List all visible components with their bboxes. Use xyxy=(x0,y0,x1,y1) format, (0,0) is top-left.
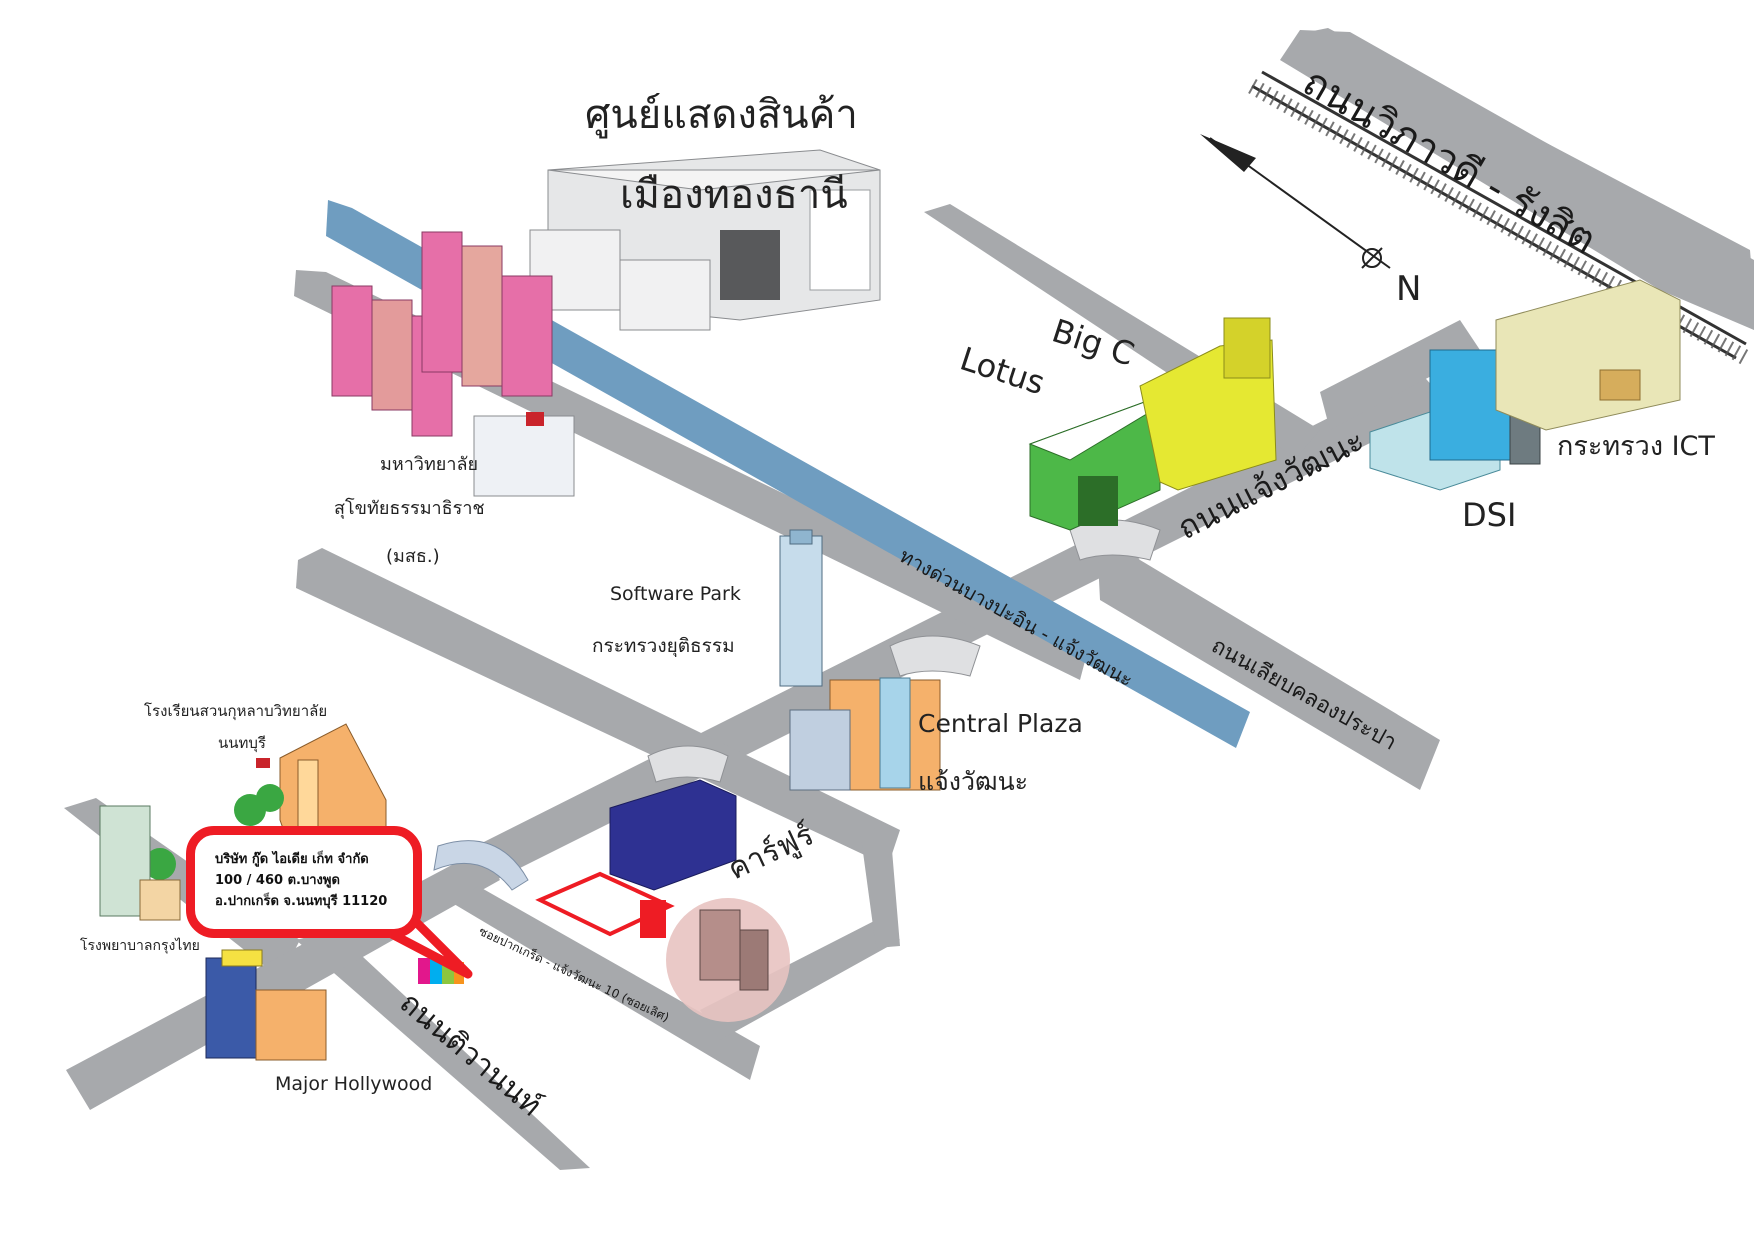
label-lotus: Lotus xyxy=(956,339,1050,402)
company-building xyxy=(666,898,790,1022)
label-hospital: โรงพยาบาลกรุงไทย xyxy=(80,937,200,954)
school-building xyxy=(256,723,387,849)
road-soi xyxy=(454,886,760,1080)
label-justice: กระทรวงยุติธรรม xyxy=(592,635,735,658)
central-plaza-building xyxy=(789,677,941,791)
label-stou-1: มหาวิทยาลัย xyxy=(380,454,478,475)
carrefour-building xyxy=(535,779,737,938)
overpass-4 xyxy=(433,840,529,891)
label-school-2: นนทบุรี xyxy=(218,734,266,753)
callout-company-name: บริษัท กู๊ด ไอเดีย เก็ท จำกัด xyxy=(215,852,369,867)
road-label-tiwanon: ถนนติวานนท์ xyxy=(393,985,548,1123)
label-dsi: DSI xyxy=(1462,496,1516,534)
ict-building xyxy=(1495,279,1681,431)
callout-address-line1: 100 / 460 ต.บางพูด xyxy=(215,873,340,888)
bigc-building xyxy=(1139,317,1277,491)
buildings-layer xyxy=(99,149,1681,1061)
road-tiwanon xyxy=(296,930,590,1170)
hospital-building xyxy=(99,805,181,921)
label-school-1: โรงเรียนสวนกุหลาบวิทยาลัย xyxy=(144,702,327,721)
major-hollywood-building xyxy=(205,949,327,1061)
canal-expressway xyxy=(326,200,1250,748)
label-central-1: Central Plaza xyxy=(918,709,1083,738)
label-ict: กระทรวง ICT xyxy=(1557,431,1715,462)
callout-address-line2: อ.ปากเกร็ด จ.นนทบุรี 11120 xyxy=(215,894,388,909)
tree-icon xyxy=(256,784,284,812)
road-label-soi: ซอยปากเกร็ด - แจ้งวัฒนะ 10 (ซอยเลิศ) xyxy=(477,923,672,1025)
software-park-tower xyxy=(779,529,823,687)
company-address-callout: บริษัท กู๊ด ไอเดีย เก็ท จำกัด 100 / 460 … xyxy=(186,826,422,938)
exhibition-title-line2: เมืองทองธานี xyxy=(620,172,848,218)
road-prapa xyxy=(1096,520,1440,790)
label-stou-3: (มสธ.) xyxy=(386,546,440,567)
compass-label: N xyxy=(1396,269,1421,309)
compass-arrow-icon xyxy=(1200,134,1256,172)
road-vibhavadi-strip xyxy=(1280,30,1754,330)
stou-towers xyxy=(331,231,575,497)
road-middle xyxy=(296,548,900,866)
tree-icon xyxy=(144,848,176,880)
road-connector xyxy=(860,826,900,948)
overpass-3 xyxy=(647,745,729,783)
label-stou-2: สุโขทัยธรรมาธิราช xyxy=(334,497,485,519)
exhibition-title-line1: ศูนย์แสดงสินค้า xyxy=(585,92,858,138)
compass-center-icon xyxy=(1362,248,1382,268)
label-major: Major Hollywood xyxy=(275,1073,432,1095)
label-software-park: Software Park xyxy=(610,583,741,605)
overpass-2 xyxy=(889,635,981,677)
road-chaengwattana-east xyxy=(1320,320,1480,430)
compass: N xyxy=(1200,134,1421,309)
label-central-2: แจ้งวัฒนะ xyxy=(918,767,1028,796)
impact-exhibition-building xyxy=(529,149,881,331)
label-carrefour: คาร์ฟูร์ xyxy=(723,817,820,887)
lotus-building xyxy=(1028,399,1161,531)
